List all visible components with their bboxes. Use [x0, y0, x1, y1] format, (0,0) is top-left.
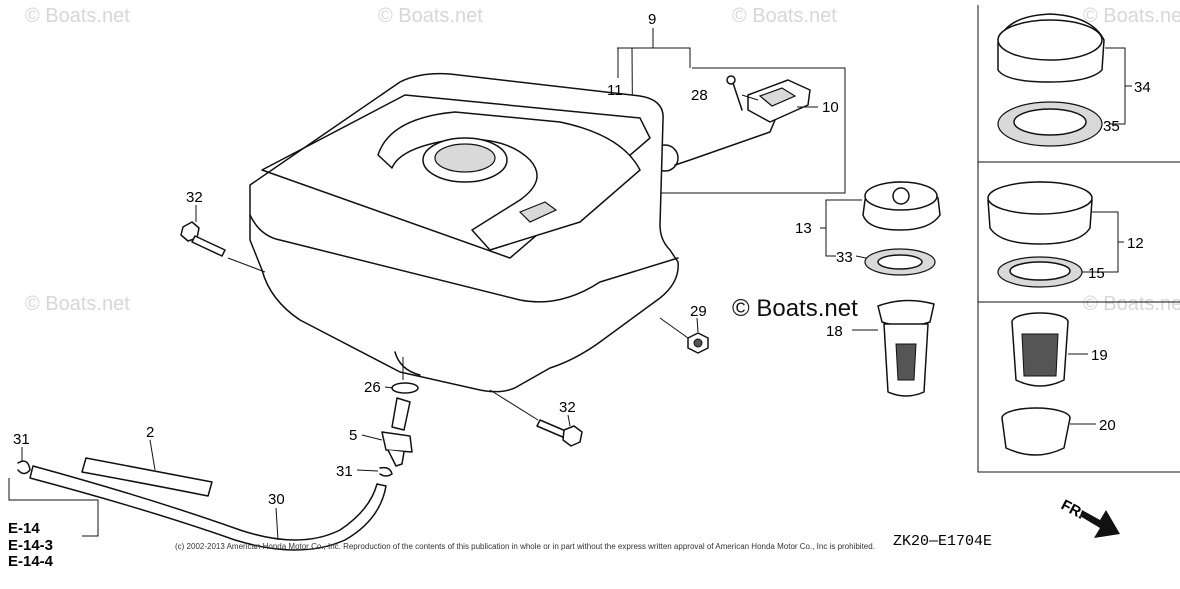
bracket-13: [825, 199, 862, 257]
callout-26: 26: [364, 379, 381, 396]
strainer-ring-20: [1001, 417, 1071, 456]
callout-31-right: 31: [336, 463, 353, 480]
strainer-mesh: [895, 343, 917, 381]
fuel-cock-group: [356, 357, 419, 477]
leader-26: [384, 386, 394, 389]
seal-35-inner: [1013, 108, 1087, 136]
fuel-tank: [249, 72, 679, 393]
diagram-code: ZK20—E1704E: [893, 533, 992, 550]
bolt-head: [562, 425, 583, 447]
leader-32-lower: [567, 414, 571, 427]
cap-34-top: [997, 19, 1103, 61]
bolt-32-lower: [489, 389, 583, 447]
gasket-hole: [877, 254, 923, 270]
gauge-window: [758, 87, 797, 107]
callout-34: 34: [1134, 79, 1151, 96]
front-arrow-icon: [1080, 510, 1120, 538]
leader-28: [741, 94, 759, 101]
leader-2: [149, 439, 156, 471]
callout-32-lower: 32: [559, 399, 576, 416]
hoses: [8, 439, 387, 551]
detail-frames: [977, 5, 1180, 473]
ref-leader: [8, 478, 99, 537]
leader-30: [275, 507, 279, 541]
callout-15: 15: [1088, 265, 1105, 282]
callout-32-upper: 32: [186, 189, 203, 206]
bolt-32-upper: [180, 205, 266, 273]
reference-labels: E-14 E-14-3 E-14-4: [8, 520, 54, 570]
callout-35: 35: [1103, 118, 1120, 135]
tank-seam: [249, 214, 679, 303]
strainer-18: [852, 299, 935, 397]
leader-31-right: [356, 469, 379, 472]
strainer-19-mesh: [1021, 333, 1059, 377]
nut-axis: [659, 317, 689, 339]
bracket-34: [1105, 47, 1126, 125]
ref-e14: E-14: [8, 520, 40, 537]
screw-head: [726, 75, 736, 85]
ref-e14-3: E-14-3: [8, 537, 53, 554]
callout-30: 30: [268, 491, 285, 508]
float-arm: [674, 119, 776, 166]
callout-31-left: 31: [13, 431, 30, 448]
fuel-cock-screen: [391, 397, 411, 431]
front-label: FR.: [1058, 497, 1087, 523]
cap-12-group: [987, 181, 1124, 288]
cap-logo: [892, 187, 910, 205]
watermark-top-right: © Boats.net: [732, 5, 837, 27]
callout-10: 10: [822, 99, 839, 116]
bolt-leader: [489, 389, 539, 421]
gauge-mount: [518, 201, 558, 223]
filler-opening: [434, 143, 496, 173]
clip-31-left: [17, 460, 31, 475]
fuel-cock-outlet: [387, 449, 405, 467]
hose-30: [29, 465, 387, 551]
callout-29: 29: [690, 303, 707, 320]
callout-12: 12: [1127, 235, 1144, 252]
callout-5: 5: [349, 427, 357, 444]
watermark-top-center: © Boats.net: [378, 5, 483, 27]
clip-31-right: [379, 466, 393, 477]
cap-13-group: [820, 181, 941, 276]
watermark-top-far-right: © Boats.net: [1083, 5, 1180, 27]
copyright-notice: (c) 2002-2013 American Honda Motor Co., …: [175, 542, 875, 551]
brand-watermark: © Boats.net: [732, 295, 858, 322]
nut-hole: [693, 338, 703, 348]
callouts: 9 11 28 10 34 35 32 13 33 12 15 29 18 19…: [13, 11, 1151, 508]
fuel-cock-body: [381, 431, 413, 453]
callout-13: 13: [795, 220, 812, 237]
callout-28: 28: [691, 87, 708, 104]
callout-20: 20: [1099, 417, 1116, 434]
cap-12-top: [987, 181, 1093, 215]
cap-34-group: [997, 13, 1132, 147]
watermark-top-left: © Boats.net: [25, 5, 130, 27]
leader-5: [361, 434, 383, 441]
front-direction-arrow: FR.: [1058, 497, 1120, 538]
callout-9: 9: [648, 11, 656, 28]
callout-11: 11: [607, 82, 623, 99]
bracket-9: [617, 47, 691, 68]
leader-33: [855, 255, 867, 259]
bolt-shank: [191, 235, 226, 257]
watermark-mid-left: © Boats.net: [25, 293, 130, 315]
gasket-15-inner: [1009, 261, 1071, 281]
tank-drain-boss: [394, 351, 421, 376]
bolt-leader: [227, 257, 266, 273]
screw-28: [731, 79, 743, 111]
nut-29: [659, 317, 709, 354]
leader-29: [696, 317, 699, 333]
detail-frame: [977, 5, 1180, 473]
watermark-mid-far-right: © Boats.net: [1083, 293, 1180, 315]
callout-18: 18: [826, 323, 843, 340]
gasket-26: [391, 382, 419, 394]
ref-e14-4: E-14-4: [8, 553, 54, 570]
strainer-rim: [877, 299, 935, 327]
callout-2: 2: [146, 424, 154, 441]
tank-top: [261, 94, 651, 259]
callout-33: 33: [836, 249, 853, 266]
callout-19: 19: [1091, 347, 1108, 364]
strainer-19-group: [1001, 312, 1096, 456]
hose-2: [81, 457, 213, 497]
